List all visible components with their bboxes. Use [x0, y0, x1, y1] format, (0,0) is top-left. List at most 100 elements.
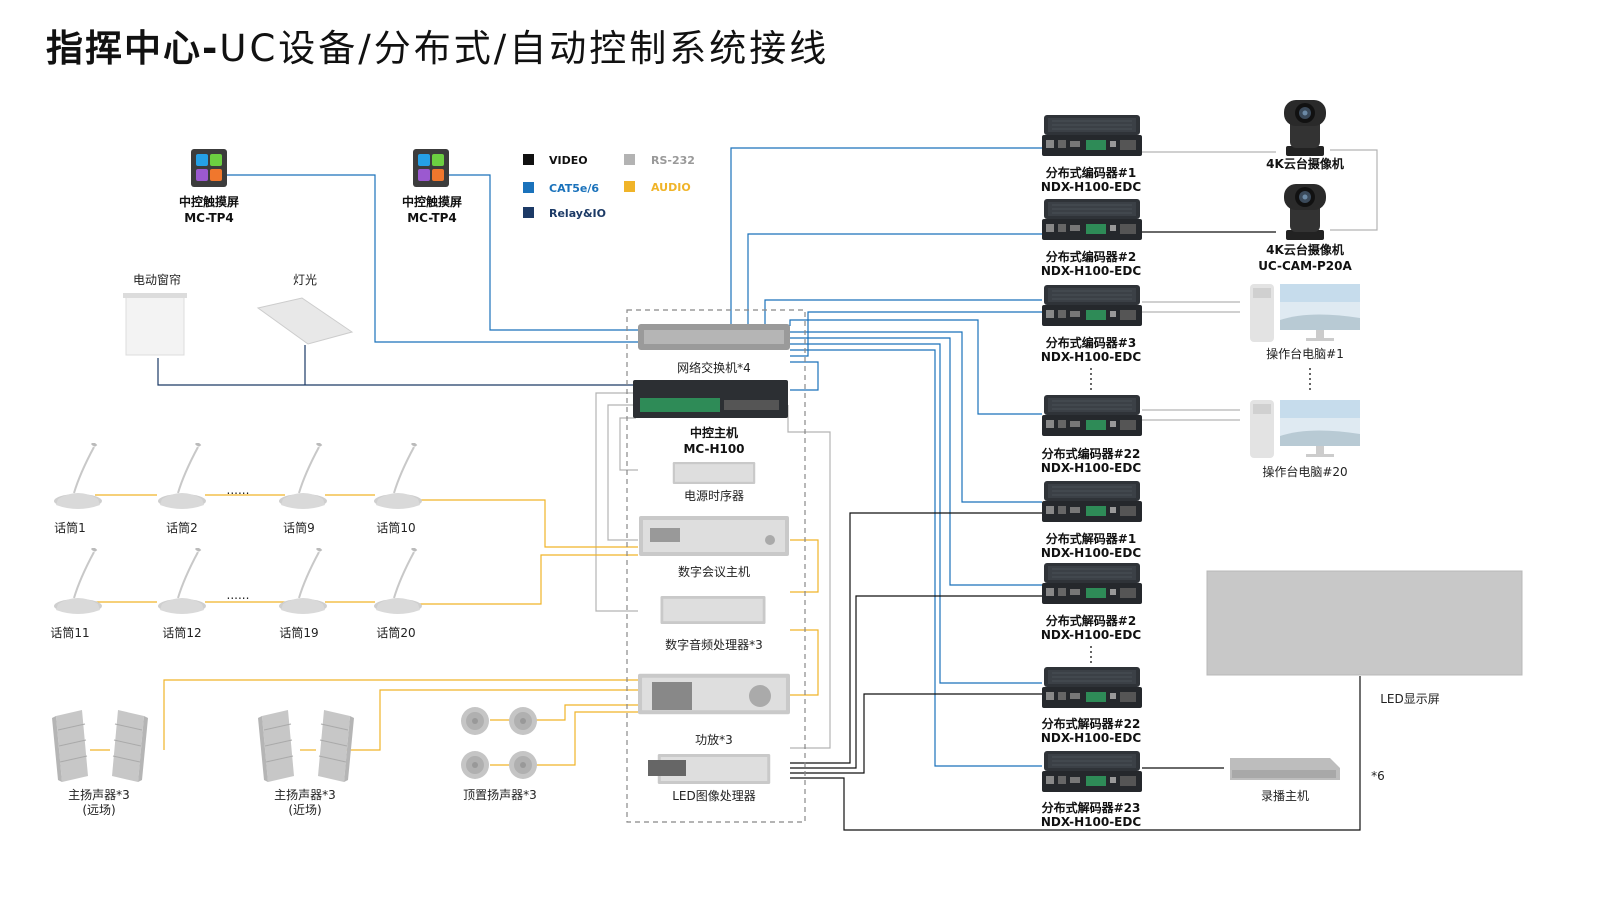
decoder-model: NDX-H100-EDC [1041, 628, 1141, 642]
ceiling-speaker-icon [509, 707, 537, 735]
legend-video: VIDEO [549, 154, 588, 167]
decoder-icon [1042, 750, 1142, 793]
legend-swatch-cat [523, 182, 534, 193]
mic-label: 话筒20 [376, 625, 415, 640]
amplifier: 功放*3 [638, 673, 790, 747]
speaker-icon [52, 710, 89, 782]
led-screen-icon [1206, 570, 1523, 676]
rack: 网络交换机*4 中控主机 MC-H100 电源时序器 数字会议主机 数字音频处理… [626, 309, 806, 823]
touch-panel-icon [413, 149, 449, 187]
led-screen: LED显示屏 *6 [1206, 570, 1523, 783]
cat-wires [225, 147, 1042, 767]
ceiling-speaker-label: 顶置扬声器*3 [463, 787, 537, 802]
conference-label: 数字会议主机 [678, 564, 750, 579]
touch-panel-2: 中控触摸屏 MC-TP4 [402, 149, 462, 225]
ptz-camera-icon [1284, 100, 1326, 156]
speakers: 主扬声器*3 (远场) 主扬声器*3 (近场) 顶置扬声器*3 [52, 707, 537, 817]
mic-label: 话筒11 [50, 625, 89, 640]
encoder-model: NDX-H100-EDC [1041, 350, 1141, 364]
mic-label: 话筒9 [283, 520, 315, 535]
encoder-icon [1042, 284, 1142, 327]
speaker-near-sub: (近场) [288, 803, 321, 817]
mic-label: 话筒19 [279, 625, 318, 640]
encoder-name: 分布式编码器#3 [1046, 335, 1136, 350]
led-screen-label: LED显示屏 [1380, 692, 1440, 706]
legend-cat: CAT5e/6 [549, 182, 599, 195]
camera1-label: 4K云台摄像机 [1266, 156, 1344, 171]
encoder-name: 分布式编码器#1 [1046, 165, 1136, 180]
encoder-icon [1042, 394, 1142, 437]
relay-wires [157, 345, 636, 386]
encoder-name: 分布式编码器#22 [1042, 446, 1141, 461]
led-processor: LED图像处理器 [648, 754, 771, 803]
decoders: 分布式解码器#1 NDX-H100-EDC 分布式解码器#2 NDX-H100-… [1041, 480, 1142, 829]
encoder-model: NDX-H100-EDC [1041, 180, 1141, 194]
sequencer-icon [672, 462, 756, 484]
mic-label: 话筒2 [166, 520, 198, 535]
ellipsis: ...... [227, 588, 250, 602]
pc-icon [1250, 284, 1360, 342]
legend-relay: Relay&IO [549, 207, 606, 220]
control-host: 中控主机 MC-H100 [633, 380, 788, 456]
recorder-label: 录播主机 [1261, 789, 1309, 803]
pc-icon [1250, 400, 1360, 458]
ceiling-speaker-icon [461, 707, 489, 735]
legend-swatch-video [523, 154, 534, 165]
title-rest: UC设备/分布式/自动控制系统接线 [219, 27, 830, 70]
curtain-label: 电动窗帘 [133, 272, 181, 287]
touch-panel-1: 中控触摸屏 MC-TP4 [179, 149, 239, 225]
cameras: 4K云台摄像机 4K云台摄像机 UC-CAM-P20A [1258, 100, 1353, 273]
legend-rs232: RS-232 [651, 154, 695, 167]
amp-label: 功放*3 [695, 732, 733, 747]
touch2-name: 中控触摸屏 [402, 194, 462, 209]
legend-swatch-rs232 [624, 154, 635, 165]
touch2-model: MC-TP4 [407, 211, 457, 225]
title-bold: 指挥中心- [46, 27, 220, 70]
conference-host: 数字会议主机 [639, 516, 789, 579]
switch-label: 网络交换机*4 [677, 360, 751, 375]
rack-outline [626, 309, 806, 823]
decoder-name: 分布式解码器#23 [1042, 800, 1141, 815]
camera2-name: 4K云台摄像机 [1266, 242, 1344, 257]
decoder-icon [1042, 562, 1142, 605]
decoder-name: 分布式解码器#2 [1046, 613, 1136, 628]
speaker-far-sub: (远场) [82, 803, 115, 817]
dsp-icon [660, 596, 766, 624]
legend: VIDEO CAT5e/6 Relay&IO RS-232 AUDIO [523, 154, 695, 220]
mic-label: 话筒10 [376, 520, 415, 535]
touch1-name: 中控触摸屏 [179, 194, 239, 209]
mic-label: 话筒1 [54, 520, 86, 535]
times-six: *6 [1371, 769, 1385, 783]
led-processor-label: LED图像处理器 [672, 789, 756, 803]
pc20-label: 操作台电脑#20 [1262, 464, 1347, 479]
mic-icon [52, 548, 104, 616]
decoder-name: 分布式解码器#1 [1046, 531, 1136, 546]
ceiling-speaker-icon [509, 751, 537, 779]
legend-swatch-relay [523, 207, 534, 218]
mic-label: 话筒12 [162, 625, 201, 640]
recorder: 录播主机 [1230, 758, 1340, 803]
curtain: 电动窗帘 [123, 272, 187, 356]
mic-icon [372, 443, 424, 511]
host-name: 中控主机 [690, 425, 738, 440]
encoder-model: NDX-H100-EDC [1041, 264, 1141, 278]
encoder-icon [1042, 114, 1142, 157]
speaker-icon [258, 710, 295, 782]
network-switch: 网络交换机*4 [638, 324, 790, 375]
pc1-label: 操作台电脑#1 [1266, 346, 1344, 361]
touch-panel-icon [191, 149, 227, 187]
decoder-icon [1042, 666, 1142, 709]
mic-icon [156, 443, 208, 511]
video-wires [790, 231, 1361, 831]
ellipsis: ...... [227, 483, 250, 497]
speaker-far-label: 主扬声器*3 [68, 787, 130, 802]
mic-icon [277, 548, 329, 616]
decoder-icon [1042, 480, 1142, 523]
camera2-model: UC-CAM-P20A [1258, 259, 1352, 273]
ceiling-speaker-icon [461, 751, 489, 779]
encoder-name: 分布式编码器#2 [1046, 249, 1136, 264]
host-model: MC-H100 [683, 442, 744, 456]
power-sequencer: 电源时序器 [672, 462, 756, 503]
dsp-label: 数字音频处理器*3 [665, 637, 763, 652]
